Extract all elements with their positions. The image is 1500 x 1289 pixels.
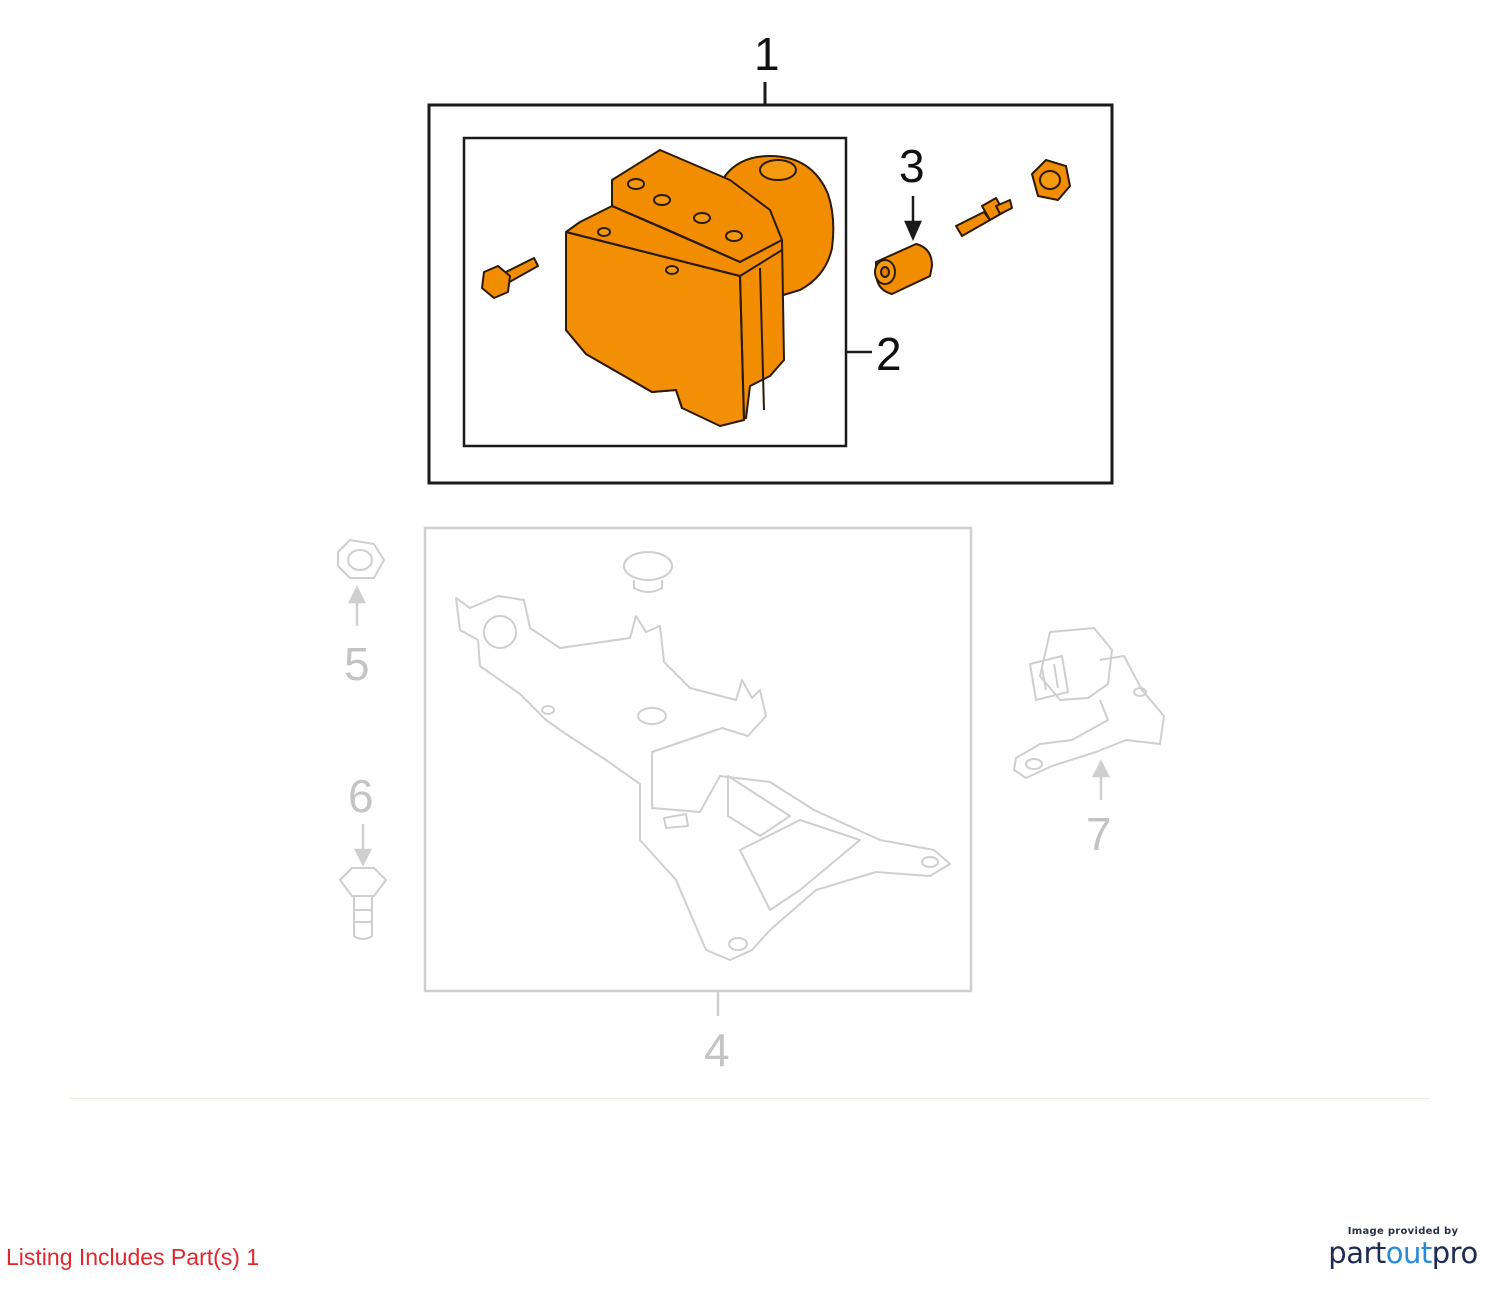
hex-nut[interactable] bbox=[1030, 158, 1072, 202]
callout-6[interactable]: 6 bbox=[348, 770, 374, 822]
assembly-frame-part-1 bbox=[427, 82, 1114, 485]
listing-includes-text: Listing Includes Part(s) 1 bbox=[6, 1244, 260, 1270]
abs-modulator-unit[interactable] bbox=[565, 149, 835, 427]
partoutpro-logo[interactable]: partoutpro bbox=[1328, 1237, 1478, 1269]
logo-part: part bbox=[1328, 1236, 1386, 1270]
grommet[interactable] bbox=[623, 551, 673, 593]
mounting-bracket-part-4[interactable] bbox=[455, 595, 951, 961]
credit-caption: Image provided by bbox=[1347, 1226, 1459, 1237]
callout-3[interactable]: 3 bbox=[899, 140, 925, 192]
callout-6-arrow bbox=[353, 824, 373, 867]
mounting-bolt-left[interactable] bbox=[481, 257, 539, 299]
image-credit: Image provided by partoutpro bbox=[1328, 1226, 1478, 1269]
callout-5-arrow bbox=[347, 585, 367, 626]
callout-4[interactable]: 4 bbox=[704, 1024, 730, 1076]
yaw-sensor-part-7[interactable] bbox=[1013, 627, 1165, 779]
callout-7[interactable]: 7 bbox=[1086, 808, 1112, 860]
callout-5[interactable]: 5 bbox=[344, 638, 370, 690]
module-frame-part-2 bbox=[462, 136, 872, 448]
logo-pro: pro bbox=[1431, 1236, 1478, 1270]
callout-2[interactable]: 2 bbox=[876, 328, 902, 380]
callout-1[interactable]: 1 bbox=[754, 28, 780, 80]
bolt-part-6[interactable] bbox=[338, 867, 388, 940]
footer-divider bbox=[70, 1098, 1430, 1099]
rubber-bushing-part-3[interactable] bbox=[874, 242, 934, 296]
callout-3-arrow bbox=[904, 196, 922, 242]
bracket-frame-part-4 bbox=[423, 526, 973, 1016]
stud-bolt[interactable] bbox=[955, 197, 1013, 237]
logo-out: out bbox=[1385, 1236, 1433, 1270]
callout-7-arrow bbox=[1091, 759, 1111, 800]
nut-part-5[interactable] bbox=[337, 538, 386, 579]
